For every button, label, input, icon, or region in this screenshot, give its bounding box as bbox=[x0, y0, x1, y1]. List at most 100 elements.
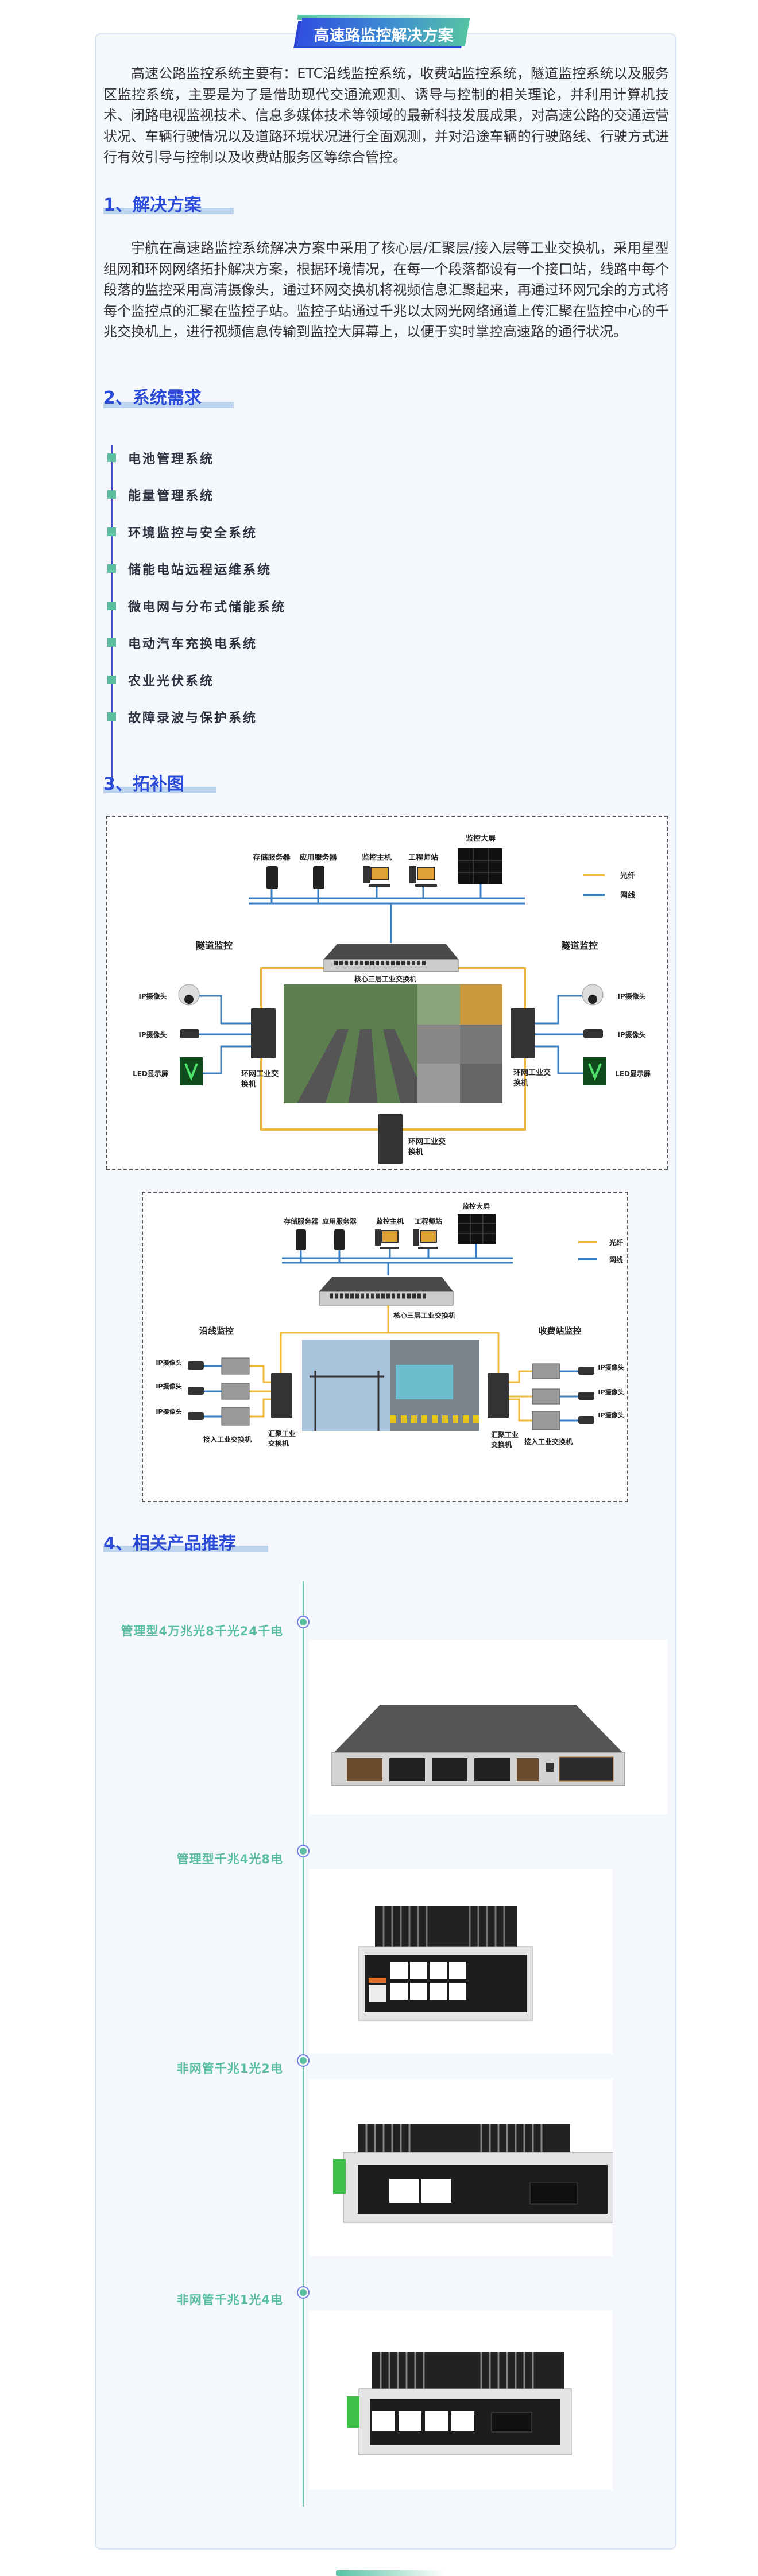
video-wall-label: 监控大屏 bbox=[466, 834, 496, 843]
ip-camera-label: IP摄像头 bbox=[138, 1030, 167, 1039]
product-name[interactable]: 非网管千兆1光2电 bbox=[176, 2062, 283, 2075]
aggregation-switch-icon bbox=[271, 1373, 509, 1418]
bullet-square-icon bbox=[107, 712, 116, 721]
timeline-dot-icon bbox=[297, 2054, 310, 2067]
core-switch-label: 核心三层工业交换机 bbox=[393, 1311, 455, 1320]
bullet-square-icon bbox=[107, 602, 116, 610]
product-image-rack-switch[interactable] bbox=[309, 1640, 668, 1814]
product-image-din-switch-12port[interactable] bbox=[309, 1869, 613, 2054]
camera-icon bbox=[178, 984, 200, 1006]
product-name[interactable]: 非网管千兆1光4电 bbox=[176, 2293, 283, 2307]
agg-switch-label: 汇聚工业 bbox=[268, 1429, 296, 1438]
section-heading-requirements: 2、系统需求 bbox=[103, 383, 234, 412]
ip-camera-label: IP摄像头 bbox=[156, 1359, 181, 1367]
bullet-square-icon bbox=[107, 676, 116, 684]
section-heading-topology: 3、拓补图 bbox=[103, 770, 216, 798]
legend-cable-label: 网线 bbox=[620, 891, 635, 900]
bottom-decoration bbox=[336, 2570, 445, 2576]
video-wall-icon bbox=[458, 848, 502, 884]
monitor-host-label: 监控主机 bbox=[376, 1217, 404, 1225]
legend-cable-label: 网线 bbox=[609, 1255, 623, 1264]
timeline-dot-icon bbox=[297, 2286, 310, 2299]
ring-switch-label: 换机 bbox=[408, 1147, 423, 1157]
toll-station-photo bbox=[302, 1340, 479, 1431]
video-wall-icon bbox=[458, 1214, 496, 1244]
zone-label-left: 沿线监控 bbox=[199, 1326, 234, 1336]
ring-switch-label: 环网工业交 bbox=[408, 1137, 446, 1146]
section-heading-solution: 1、解决方案 bbox=[103, 191, 234, 219]
product-name[interactable]: 管理型千兆4光8电 bbox=[176, 1852, 283, 1866]
timeline-dot-icon bbox=[297, 1616, 310, 1628]
access-switch-label: 接入工业交换机 bbox=[524, 1437, 573, 1446]
computer-icon bbox=[375, 1229, 399, 1249]
ring-switch-icon bbox=[251, 1008, 535, 1164]
engineer-station-label: 工程师站 bbox=[408, 853, 438, 862]
zone-label-left: 隧道监控 bbox=[196, 940, 233, 951]
requirements-timeline bbox=[111, 445, 113, 784]
camera-links bbox=[199, 995, 583, 1074]
storage-server-label: 存储服务器 bbox=[283, 1217, 319, 1225]
led-screen-label: LED显示屏 bbox=[133, 1070, 168, 1078]
bullet-square-icon bbox=[107, 490, 116, 499]
section-heading-products: 4、相关产品推荐 bbox=[103, 1529, 268, 1558]
network-bus bbox=[282, 1244, 513, 1275]
agg-switch-label: 交换机 bbox=[491, 1440, 512, 1449]
timeline-dot-icon bbox=[297, 1845, 310, 1857]
video-wall-label: 监控大屏 bbox=[462, 1202, 490, 1211]
ring-switch-label: 换机 bbox=[241, 1080, 256, 1089]
product-image-1f4e-switch[interactable] bbox=[309, 2310, 613, 2490]
monitor-host-label: 监控主机 bbox=[362, 853, 392, 862]
bullet-square-icon bbox=[107, 527, 116, 536]
topology-diagram-toll: 监控大屏 存储服务器 应用服务器 监控主机 工程师站 光纤 网线 核心三层工业交… bbox=[142, 1192, 628, 1502]
ring-switch-label: 环网工业交 bbox=[241, 1069, 279, 1078]
camera-icon bbox=[180, 1029, 199, 1038]
core-switch-label: 核心三层工业交换机 bbox=[354, 975, 416, 983]
ring-switch-label: 换机 bbox=[513, 1078, 528, 1088]
led-screen-label: LED显示屏 bbox=[615, 1070, 651, 1078]
computer-icon bbox=[363, 866, 390, 887]
fiber-links bbox=[249, 1305, 532, 1422]
ring-switch-label: 环网工业交 bbox=[513, 1068, 551, 1077]
camera-icon bbox=[582, 984, 604, 1006]
legend-fiber-label: 光纤 bbox=[620, 871, 635, 880]
server-icon bbox=[334, 1229, 345, 1250]
topology-diagram-tunnel: 监控大屏 存储服务器 应用服务器 监控主机 工程师站 光纤 网线 隧道监控 隧道… bbox=[106, 816, 668, 1170]
product-image-1f2e-switch[interactable] bbox=[309, 2079, 613, 2256]
engineer-station-label: 工程师站 bbox=[415, 1217, 442, 1225]
computer-icon bbox=[413, 1229, 438, 1249]
ip-camera-label: IP摄像头 bbox=[598, 1411, 624, 1419]
bullet-square-icon bbox=[107, 564, 116, 573]
computer-icon bbox=[409, 866, 437, 887]
products-timeline bbox=[303, 1581, 304, 2507]
camera-icon bbox=[188, 1361, 594, 1424]
storage-server-label: 存储服务器 bbox=[253, 853, 291, 862]
intro-paragraph: 高速公路监控系统主要有：ETC沿线监控系统，收费站监控系统，隧道监控系统以及服务… bbox=[103, 65, 669, 165]
core-switch-icon bbox=[319, 1277, 454, 1306]
page-title: 高速路监控解决方案 bbox=[314, 27, 454, 45]
ip-camera-label: IP摄像头 bbox=[598, 1363, 624, 1371]
led-screen-icon bbox=[583, 1057, 606, 1085]
solution-paragraph: 宇航在高速路监控系统解决方案中采用了核心层/汇聚层/接入层等工业交换机，采用星型… bbox=[103, 240, 669, 340]
product-name[interactable]: 管理型4万兆光8千光24千电 bbox=[121, 1624, 283, 1638]
server-icon bbox=[313, 866, 324, 889]
server-icon bbox=[266, 866, 278, 889]
camera-icon bbox=[583, 1029, 603, 1038]
agg-switch-label: 交换机 bbox=[268, 1439, 289, 1448]
core-switch-icon bbox=[323, 944, 459, 972]
camera-links bbox=[204, 1365, 578, 1422]
ip-camera-label: IP摄像头 bbox=[617, 992, 645, 1000]
zone-label-right: 收费站监控 bbox=[538, 1326, 581, 1336]
agg-switch-label: 汇聚工业 bbox=[491, 1430, 519, 1439]
led-screen-icon bbox=[180, 1057, 203, 1085]
app-server-label: 应用服务器 bbox=[322, 1217, 357, 1225]
ip-camera-label: IP摄像头 bbox=[138, 992, 167, 1000]
tunnel-highway-photo bbox=[284, 984, 502, 1103]
ip-camera-label: IP摄像头 bbox=[617, 1030, 645, 1039]
page-title-badge: 高速路监控解决方案 bbox=[297, 15, 470, 46]
ip-camera-label: IP摄像头 bbox=[598, 1388, 624, 1396]
ip-camera-label: IP摄像头 bbox=[156, 1382, 181, 1390]
legend-fiber-label: 光纤 bbox=[609, 1238, 623, 1247]
app-server-label: 应用服务器 bbox=[299, 853, 337, 862]
ip-camera-label: IP摄像头 bbox=[156, 1407, 181, 1415]
zone-label-right: 隧道监控 bbox=[561, 940, 598, 951]
